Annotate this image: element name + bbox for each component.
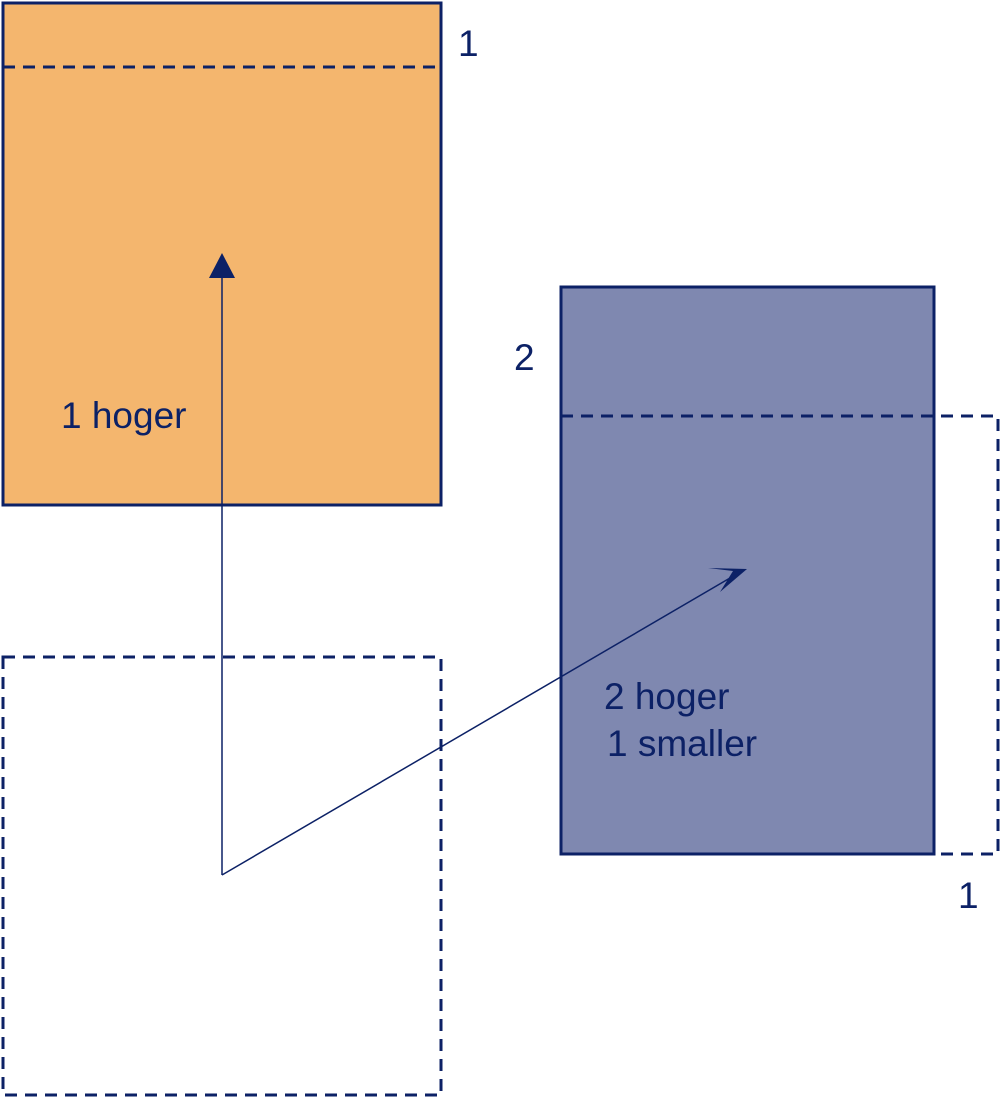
orange-top-mark: 1 bbox=[458, 23, 479, 64]
blue-dashed-outline bbox=[561, 414, 1000, 856]
arrow-diagonal-line bbox=[221, 577, 731, 876]
arrow-up-head bbox=[209, 253, 235, 278]
blue-left-mark: 2 bbox=[514, 337, 535, 378]
blue-box-label-line2: 1 smaller bbox=[607, 723, 757, 764]
blue-box bbox=[559, 285, 936, 856]
arrow-diagonal-head bbox=[708, 568, 747, 592]
orange-box-label: 1 hoger bbox=[61, 395, 187, 436]
blue-box-label-line1: 2 hoger bbox=[604, 676, 730, 717]
blue-bottom-mark: 1 bbox=[958, 875, 979, 916]
